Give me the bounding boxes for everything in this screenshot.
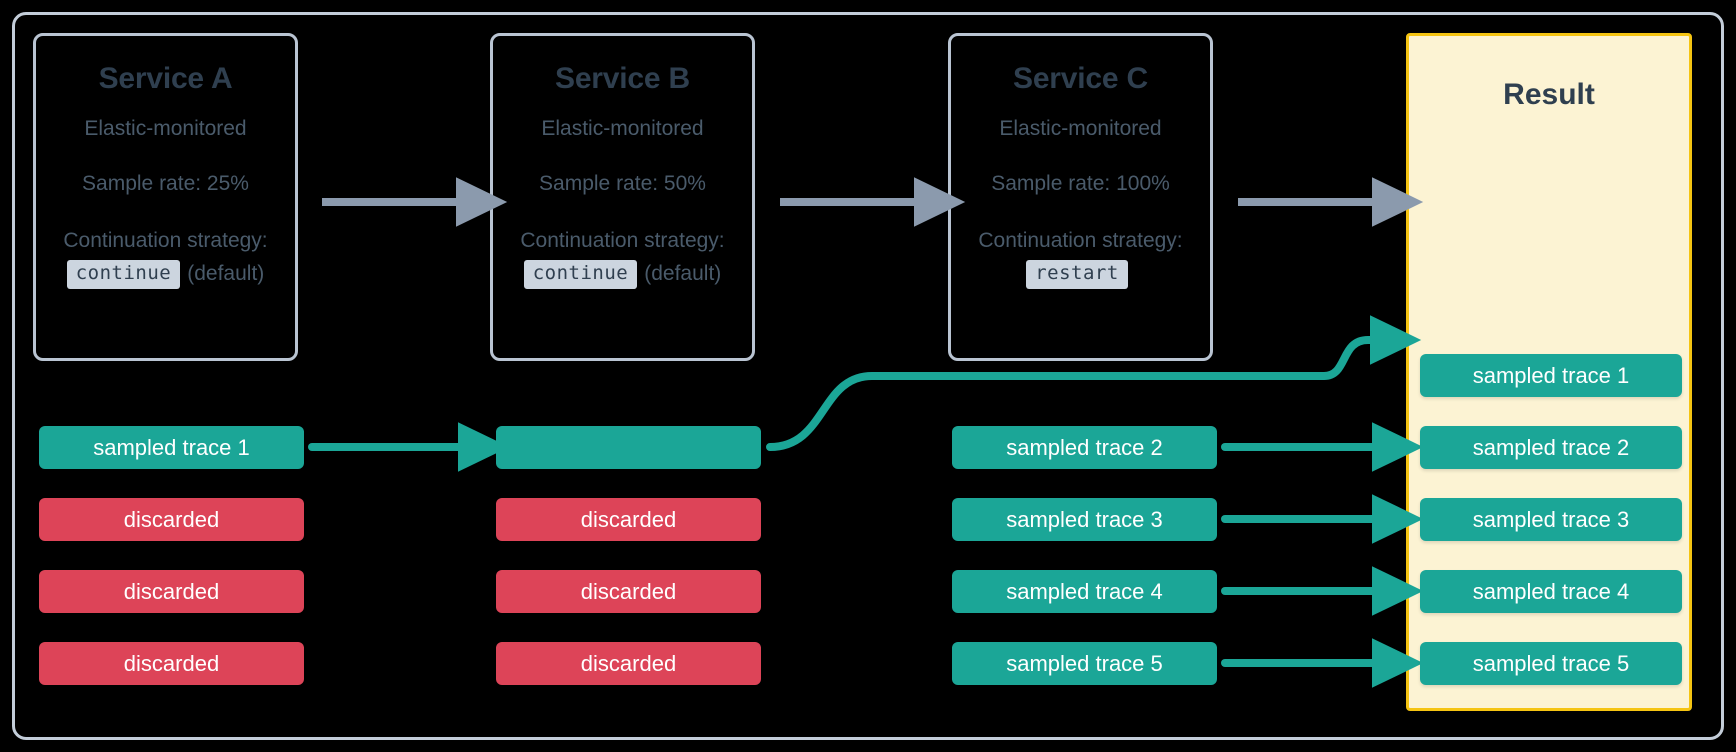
service-a-sample-rate: Sample rate: 25% — [82, 171, 249, 195]
service-a-subtitle: Elastic-monitored — [84, 116, 247, 140]
service-b-strategy-note: (default) — [644, 262, 722, 286]
result-pill-1: sampled trace 1 — [1420, 354, 1682, 397]
trace-pill-b-3-label: discarded — [580, 578, 677, 604]
result-pill-3-label: sampled trace 3 — [1472, 506, 1630, 532]
service-c-strategy-chip: restart — [1026, 259, 1128, 289]
result-pill-2-label: sampled trace 2 — [1472, 434, 1630, 460]
result-pill-3: sampled trace 3 — [1420, 498, 1682, 541]
result-pill-4: sampled trace 4 — [1420, 570, 1682, 613]
service-c-strategy-label: Continuation strategy: — [978, 228, 1183, 252]
trace-pill-c-1: sampled trace 2 — [952, 426, 1217, 469]
service-c-strategy-row: restart — [951, 259, 1210, 289]
trace-flow-arrows — [308, 315, 1424, 688]
trace-pill-c-3-label: sampled trace 4 — [1006, 578, 1163, 604]
service-a-strategy-note: (default) — [187, 262, 265, 286]
result-pill-5: sampled trace 5 — [1420, 642, 1682, 685]
trace-pill-a-4-label: discarded — [123, 650, 220, 676]
service-c-sample-rate: Sample rate: 100% — [991, 171, 1170, 195]
result-pill-4-label: sampled trace 4 — [1472, 578, 1630, 604]
trace-pill-b-2: discarded — [496, 498, 761, 541]
trace-pill-b-4: discarded — [496, 642, 761, 685]
trace-pill-b-2-label: discarded — [580, 506, 677, 532]
trace-pill-c-2: sampled trace 3 — [952, 498, 1217, 541]
trace-pill-c-1-label: sampled trace 2 — [1006, 434, 1163, 460]
trace-pill-b-4-label: discarded — [580, 650, 677, 676]
trace-pill-a-4: discarded — [39, 642, 304, 685]
service-c-title: Service C — [1013, 62, 1148, 95]
service-a-title: Service A — [98, 62, 233, 95]
service-b-strategy-label: Continuation strategy: — [520, 228, 725, 252]
service-card-b: Service B Elastic-monitored Sample rate:… — [490, 33, 755, 361]
trace-pill-a-3-label: discarded — [123, 578, 220, 604]
service-b-strategy-chip: continue — [523, 259, 638, 289]
trace-pill-a-3: discarded — [39, 570, 304, 613]
trace-pill-a-1: sampled trace 1 — [39, 426, 304, 469]
result-title: Result — [1503, 78, 1595, 111]
service-b-sample-rate: Sample rate: 50% — [539, 171, 706, 195]
trace-pill-c-3: sampled trace 4 — [952, 570, 1217, 613]
trace-pill-b-1 — [496, 426, 761, 469]
service-a-strategy-row: continue (default) — [36, 259, 295, 289]
service-b-subtitle: Elastic-monitored — [541, 116, 704, 140]
trace-pill-a-1-label: sampled trace 1 — [93, 434, 250, 460]
trace-pill-a-2-label: discarded — [123, 506, 220, 532]
trace-pill-b-3: discarded — [496, 570, 761, 613]
service-a-strategy-chip: continue — [66, 259, 181, 289]
trace-pill-c-2-label: sampled trace 3 — [1006, 506, 1163, 532]
result-pill-5-label: sampled trace 5 — [1472, 650, 1630, 676]
trace-pill-c-4: sampled trace 5 — [952, 642, 1217, 685]
result-pill-1-label: sampled trace 1 — [1472, 362, 1630, 388]
service-card-c: Service C Elastic-monitored Sample rate:… — [948, 33, 1213, 361]
service-b-strategy-row: continue (default) — [493, 259, 752, 289]
service-card-a: Service A Elastic-monitored Sample rate:… — [33, 33, 298, 361]
result-pill-2: sampled trace 2 — [1420, 426, 1682, 469]
trace-pill-c-4-label: sampled trace 5 — [1006, 650, 1163, 676]
service-b-title: Service B — [555, 62, 690, 95]
trace-pill-a-2: discarded — [39, 498, 304, 541]
service-a-strategy-label: Continuation strategy: — [63, 228, 268, 252]
service-c-subtitle: Elastic-monitored — [999, 116, 1162, 140]
